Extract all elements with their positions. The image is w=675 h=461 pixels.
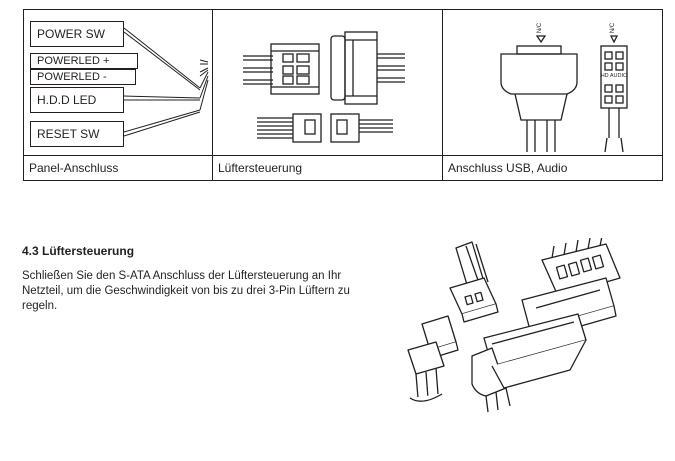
connector-table: POWER SW POWERLED + POWERLED - H.D.D LED… [23,9,663,181]
panel-label-power-sw: POWER SW [30,21,124,47]
audio-pin-label: N/C [610,22,616,33]
panel-label-reset-sw: RESET SW [30,121,124,147]
panel-label-powerled-minus: POWERLED - [30,69,136,85]
fan-control-cell [212,10,443,155]
section-body: Schließen Sie den S-ATA Anschluss der Lü… [22,270,350,312]
panel-label-powerled-plus: POWERLED + [30,53,138,69]
fan-control-illustration [407,238,621,413]
usb-pin-label: N/C [537,22,543,33]
panel-wires-drawing [123,27,209,137]
section-title: 4.3 Lüftersteuerung [22,244,135,258]
caption-fan-control: Lüftersteuerung [212,156,442,180]
caption-panel-connector: Panel-Anschluss [29,161,119,175]
panel-label-hdd-led: H.D.D LED [30,87,124,113]
caption-row: Panel-Anschluss Lüftersteuerung Anschlus… [24,155,662,180]
caption-usb-audio: Anschluss USB, Audio [442,156,661,180]
panel-connector-cell: POWER SW POWERLED + POWERLED - H.D.D LED… [24,10,212,155]
usb-audio-cell: N/C N/C HD AUDIO [442,10,662,155]
usb-audio-connectors-drawing: N/C N/C HD AUDIO [500,22,628,153]
hd-audio-label: HD AUDIO [601,73,628,79]
fan-control-connectors-drawing [243,31,405,143]
